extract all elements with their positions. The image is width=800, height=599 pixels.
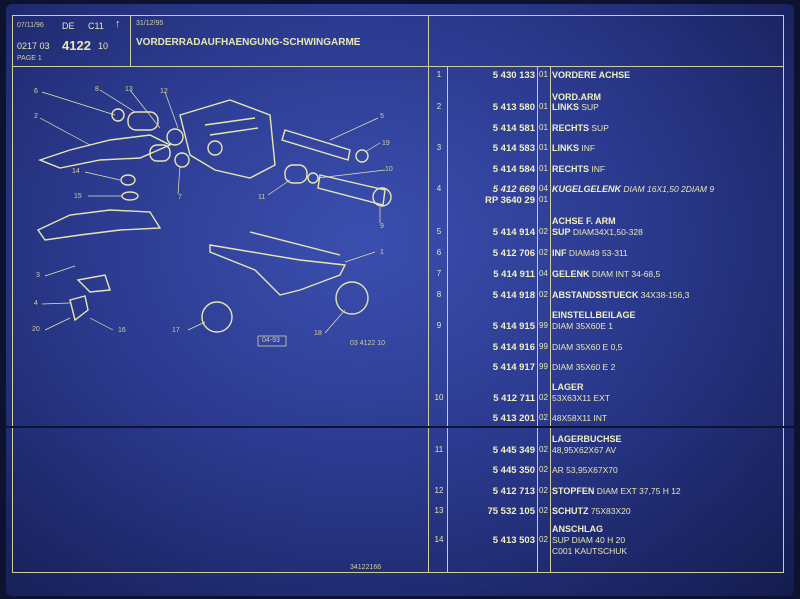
- bushing-part: [111, 108, 125, 122]
- page-title: VORDERRADAUFHAENGUNG-SCHWINGARME: [136, 37, 361, 48]
- spacer-part: [284, 164, 308, 184]
- callout-7: 7: [178, 194, 182, 201]
- leader-lines: [39, 89, 386, 334]
- reference-box: [257, 335, 287, 347]
- detail-circle: [335, 281, 369, 315]
- axle-body-part: [179, 99, 276, 179]
- shaft-part: [317, 174, 386, 206]
- callout-17: 17: [172, 327, 180, 334]
- callout-18: 18: [314, 330, 322, 337]
- shaft-part: [281, 129, 351, 161]
- bushing-part: [149, 144, 171, 162]
- bushing-part: [127, 111, 159, 131]
- callout-19: 19: [382, 140, 390, 147]
- ball-joint-part: [121, 191, 139, 201]
- bushing-part: [166, 128, 184, 146]
- bushing-part: [372, 187, 392, 207]
- callout-15: 15: [74, 193, 82, 200]
- footer-reference: 34122166: [350, 564, 382, 571]
- outer-frame: [12, 15, 784, 573]
- callout-13: 13: [125, 86, 133, 93]
- desc-column-border: [550, 66, 551, 572]
- header-left-divider: [130, 15, 131, 67]
- qty-column-border: [537, 66, 538, 572]
- washer-part: [355, 149, 369, 163]
- small-assembly-part: [69, 295, 89, 322]
- callout-5: 5: [380, 113, 384, 120]
- washer-part: [307, 172, 319, 184]
- axle-body-detail: [204, 117, 259, 136]
- callout-11: 11: [258, 194, 266, 201]
- lower-assembly-link: [249, 231, 341, 256]
- bushing-part: [174, 152, 190, 168]
- header-lang: DE: [62, 21, 75, 31]
- header-ref-suffix: 10: [98, 41, 109, 51]
- detail-circle: [201, 301, 233, 333]
- lower-arm-part: [36, 209, 162, 241]
- small-assembly-part: [76, 274, 111, 293]
- exploded-diagram: [36, 89, 392, 347]
- screen-scanline: [6, 426, 794, 428]
- diagram-box-label: 04-93: [262, 337, 280, 344]
- header-page: PAGE 1: [17, 55, 42, 62]
- header-divider: [12, 66, 783, 67]
- pos-column-border: [447, 66, 448, 572]
- callout-2: 2: [34, 113, 38, 120]
- callout-10: 10: [385, 166, 393, 173]
- drawing-reference: 03 4122 10: [350, 340, 386, 347]
- header-code: C11: [88, 21, 104, 31]
- callout-8: 8: [95, 86, 99, 93]
- bushing-part: [207, 140, 223, 156]
- callout-1: 1: [380, 249, 384, 256]
- callout-20: 20: [32, 326, 40, 333]
- header-date-left: 07/11/96: [17, 22, 44, 29]
- callout-4: 4: [34, 300, 38, 307]
- ball-joint-part: [120, 174, 136, 186]
- screen-background: [6, 4, 794, 596]
- header-arrow-icon: ↑: [115, 18, 121, 30]
- callout-3: 3: [36, 272, 40, 279]
- callout-14: 14: [72, 168, 80, 175]
- header-ref-prefix: 0217 03: [17, 41, 50, 51]
- header-date-right: 31/12/95: [136, 20, 164, 27]
- lower-assembly-part: [209, 244, 347, 296]
- callout-12: 12: [160, 88, 168, 95]
- callout-6: 6: [34, 88, 38, 95]
- upper-arm-part: [37, 134, 172, 169]
- callout-9: 9: [380, 223, 384, 230]
- callout-16: 16: [118, 327, 126, 334]
- header-ref-main: 4122: [62, 38, 91, 53]
- table-left-border: [428, 15, 429, 572]
- diagram-parts: [36, 99, 392, 333]
